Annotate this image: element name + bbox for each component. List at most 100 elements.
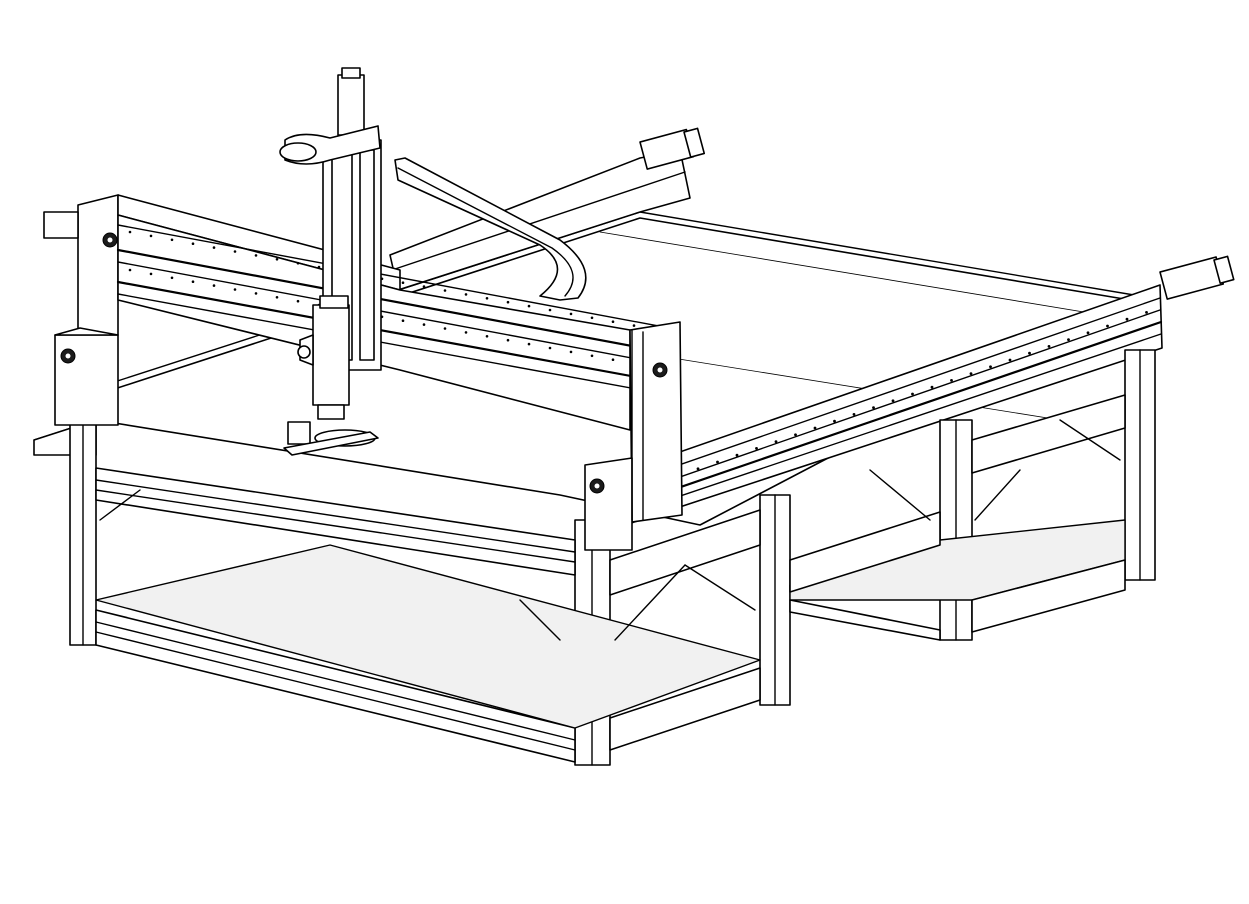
side-upper-beam xyxy=(971,394,1126,474)
rail-hole xyxy=(872,406,875,409)
rail-hole xyxy=(1067,338,1070,341)
gantry-hole xyxy=(233,288,237,291)
side-upper-beam xyxy=(789,511,941,593)
gantry-hole xyxy=(464,331,468,334)
gantry-hole xyxy=(170,238,174,242)
gantry-hole xyxy=(506,300,510,304)
side-lower-beam xyxy=(789,599,941,641)
gantry-rail xyxy=(117,224,681,331)
rail-hole xyxy=(696,467,700,471)
rail-line xyxy=(606,297,1161,491)
gantry-left-plate-rear xyxy=(77,194,119,346)
gantry-left-plate xyxy=(54,334,119,426)
side-lower-beam xyxy=(971,559,1126,633)
gantry-hole xyxy=(170,276,174,280)
cable-chain xyxy=(394,157,587,301)
spindle-clamp-ring xyxy=(279,142,317,162)
rail-line xyxy=(391,171,686,271)
plate-top xyxy=(54,327,119,336)
rail-hole xyxy=(833,419,836,423)
bed-line xyxy=(599,231,1121,319)
gantry-hole xyxy=(149,234,153,238)
rail-hole xyxy=(852,413,856,416)
brace xyxy=(614,564,686,641)
table-frame xyxy=(69,349,1156,766)
bolt-center xyxy=(107,237,113,243)
rail-hole xyxy=(794,433,797,437)
gantry-hole xyxy=(128,268,132,272)
rail-hole xyxy=(930,385,934,389)
gantry-hole xyxy=(296,261,300,265)
gantry-hole xyxy=(128,230,132,234)
gantry-hole xyxy=(422,323,426,326)
brace xyxy=(869,469,931,521)
gantry-hole xyxy=(296,299,300,303)
gantry-hole xyxy=(254,292,258,295)
bolt-center xyxy=(65,353,71,359)
rail-hole xyxy=(1086,331,1090,335)
gantry-hole xyxy=(254,254,258,257)
gantry-hole xyxy=(527,342,531,346)
gantry-hole xyxy=(590,354,594,358)
beam-slot xyxy=(95,489,576,563)
gantry-hole xyxy=(275,296,279,299)
gantry-hole xyxy=(401,281,405,285)
rail-hole xyxy=(1125,317,1129,321)
rail-line xyxy=(606,320,1163,514)
gantry-hole xyxy=(506,338,510,342)
rail-hole xyxy=(969,372,973,375)
gantry-rail xyxy=(116,280,682,387)
spindle-collet xyxy=(317,404,345,420)
rail-hole xyxy=(891,399,895,403)
rail-hole xyxy=(911,392,914,396)
gantry-rail xyxy=(117,293,681,398)
beam-slot xyxy=(95,631,576,751)
side-lower-beam xyxy=(609,667,761,751)
gantry-hole xyxy=(443,327,447,330)
rail-hole xyxy=(950,379,953,382)
gantry-hole xyxy=(191,242,195,245)
right-y-rail xyxy=(604,255,1235,531)
rail-hole xyxy=(1145,311,1148,314)
cable-chain-loop xyxy=(394,157,587,301)
rail-hole xyxy=(1047,345,1051,348)
rail-hole xyxy=(735,453,739,457)
bolt-center xyxy=(594,483,600,489)
right-motor-cap xyxy=(1213,255,1235,284)
brace xyxy=(1059,419,1121,461)
gantry-hole xyxy=(275,258,279,261)
gantry-hole xyxy=(464,293,468,296)
brace xyxy=(974,469,1021,521)
rail-hole xyxy=(1008,358,1012,362)
gantry-hole xyxy=(422,285,426,288)
gantry-hole xyxy=(401,319,405,323)
front-lower-beam xyxy=(95,609,576,763)
beam-slot xyxy=(95,621,576,741)
gantry-right-upright xyxy=(629,321,683,523)
gantry-hole xyxy=(212,284,216,287)
tool-plate xyxy=(283,431,379,456)
gantry-hole xyxy=(485,297,489,300)
lower-shelf-left xyxy=(95,544,761,729)
gantry-hole xyxy=(611,358,615,362)
gantry-hole xyxy=(632,324,636,327)
rail-hole xyxy=(1028,351,1031,355)
gantry-hole xyxy=(191,280,195,284)
gantry-rail xyxy=(117,261,681,368)
gantry-hole xyxy=(590,316,594,320)
cable-chain-inner xyxy=(397,167,574,297)
brace xyxy=(99,489,141,521)
gantry-hole xyxy=(443,289,447,292)
rail-hole xyxy=(1106,324,1109,328)
spindle-top xyxy=(319,295,349,309)
gantry-hole xyxy=(569,350,573,354)
gantry-hole xyxy=(548,308,552,312)
beam-slot xyxy=(95,479,576,553)
rail-hole xyxy=(774,440,778,443)
z-axis-rail xyxy=(359,149,375,361)
brace xyxy=(684,564,756,611)
bolt-center xyxy=(657,367,663,373)
right-y-motor xyxy=(1159,256,1225,300)
